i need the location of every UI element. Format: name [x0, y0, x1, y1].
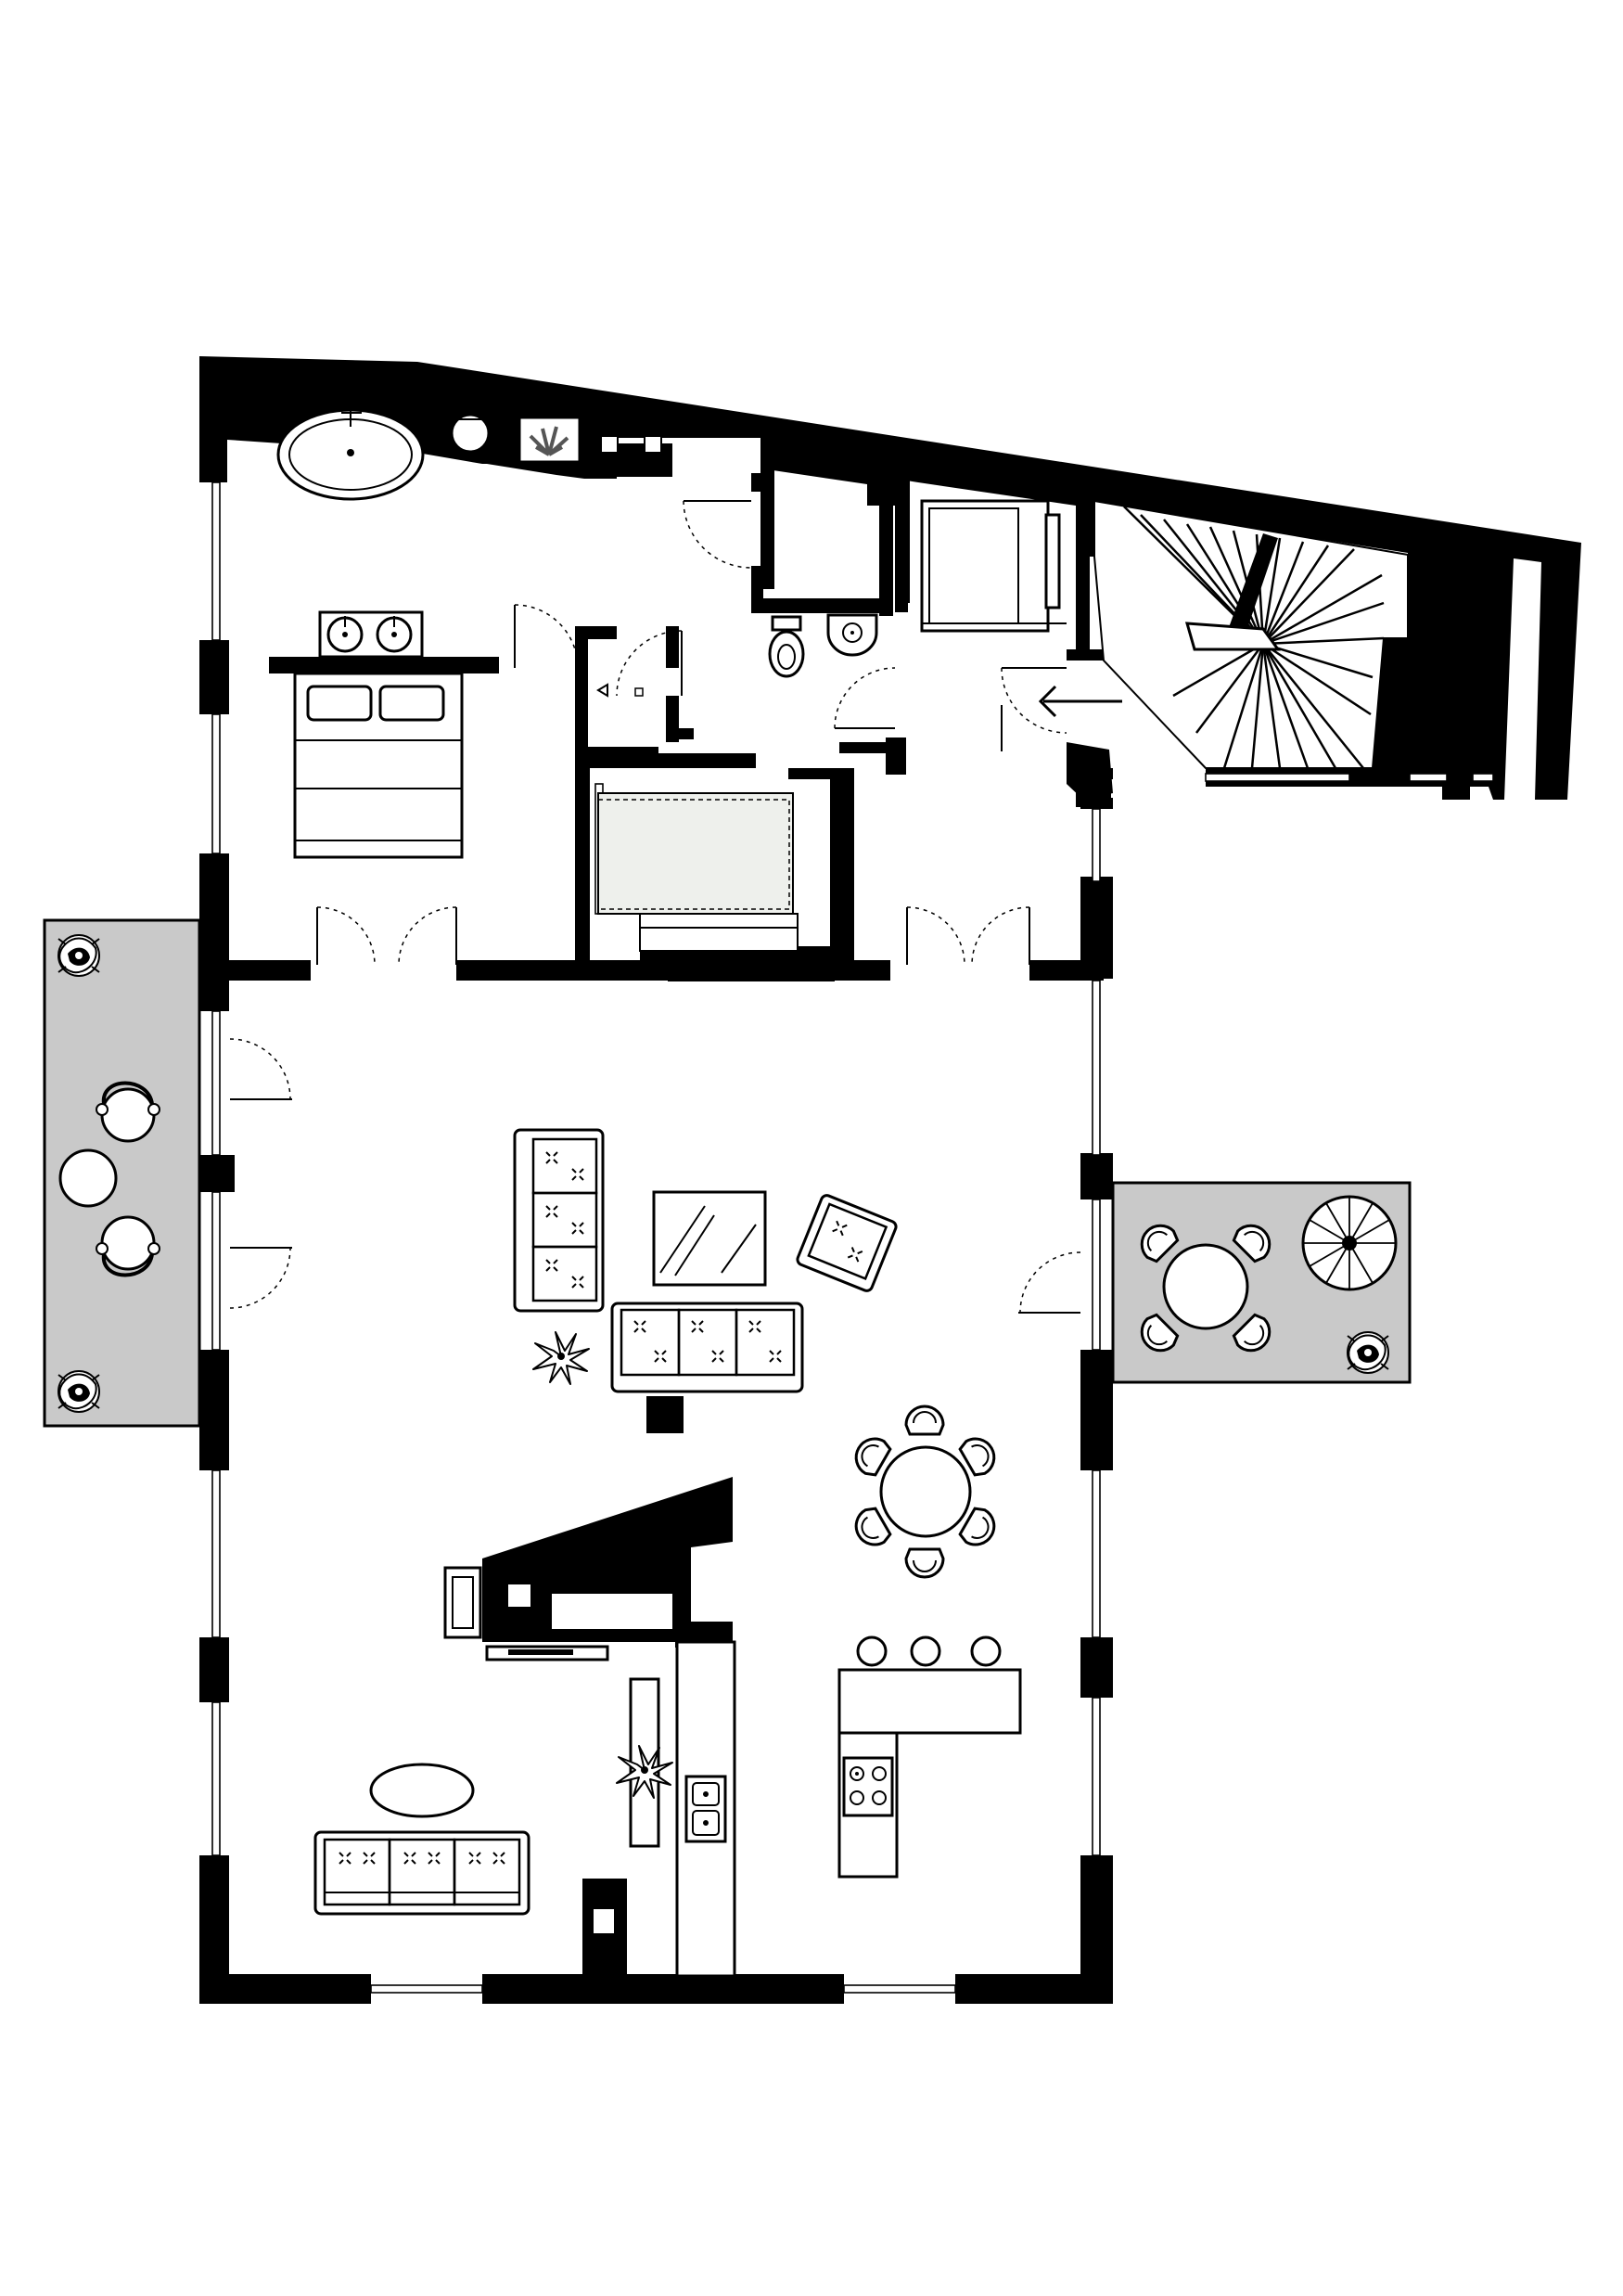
hand-basin: [826, 613, 878, 657]
side-table: [646, 1396, 684, 1433]
tv-wall-cutouts: [508, 1584, 672, 1933]
sink-counter: [675, 1640, 736, 1978]
toilet: [768, 615, 805, 678]
lounge-sofa: [313, 1830, 530, 1916]
shower-tray: [920, 499, 1067, 633]
armchair: [796, 1194, 898, 1292]
double-vanity: [318, 610, 424, 659]
oval-rug: [369, 1763, 475, 1818]
planter-with-palm: [518, 416, 581, 464]
lower-walls: [199, 877, 1113, 2004]
sofa-bottom: [610, 1302, 804, 1393]
dining-table: [848, 1405, 1003, 1579]
daybed: [597, 792, 799, 952]
kitchen-counter: [837, 1731, 899, 1879]
east-terrace: [1111, 1181, 1412, 1384]
bathroom-walls: [575, 422, 910, 775]
shower-fixtures: [596, 683, 644, 698]
potted-plant: [532, 1331, 590, 1385]
doors: [229, 500, 1464, 1314]
double-bed: [269, 657, 499, 859]
kitchen-island: [837, 1635, 1022, 1735]
spiral-staircase: [1301, 1195, 1398, 1291]
staircase: [1093, 499, 1409, 769]
windows: [211, 481, 1494, 1994]
shelf-with-plant: [616, 1677, 673, 1848]
tv-cabinet: [443, 1566, 609, 1661]
sofa-left: [513, 1128, 605, 1313]
entrance-arrow: [1038, 685, 1122, 718]
oval-bathtub: [276, 408, 425, 501]
storage-cubes: [600, 435, 662, 454]
round-stool: [450, 413, 491, 454]
west-terrace: [43, 918, 201, 1428]
glass-coffee-table: [652, 1190, 767, 1287]
